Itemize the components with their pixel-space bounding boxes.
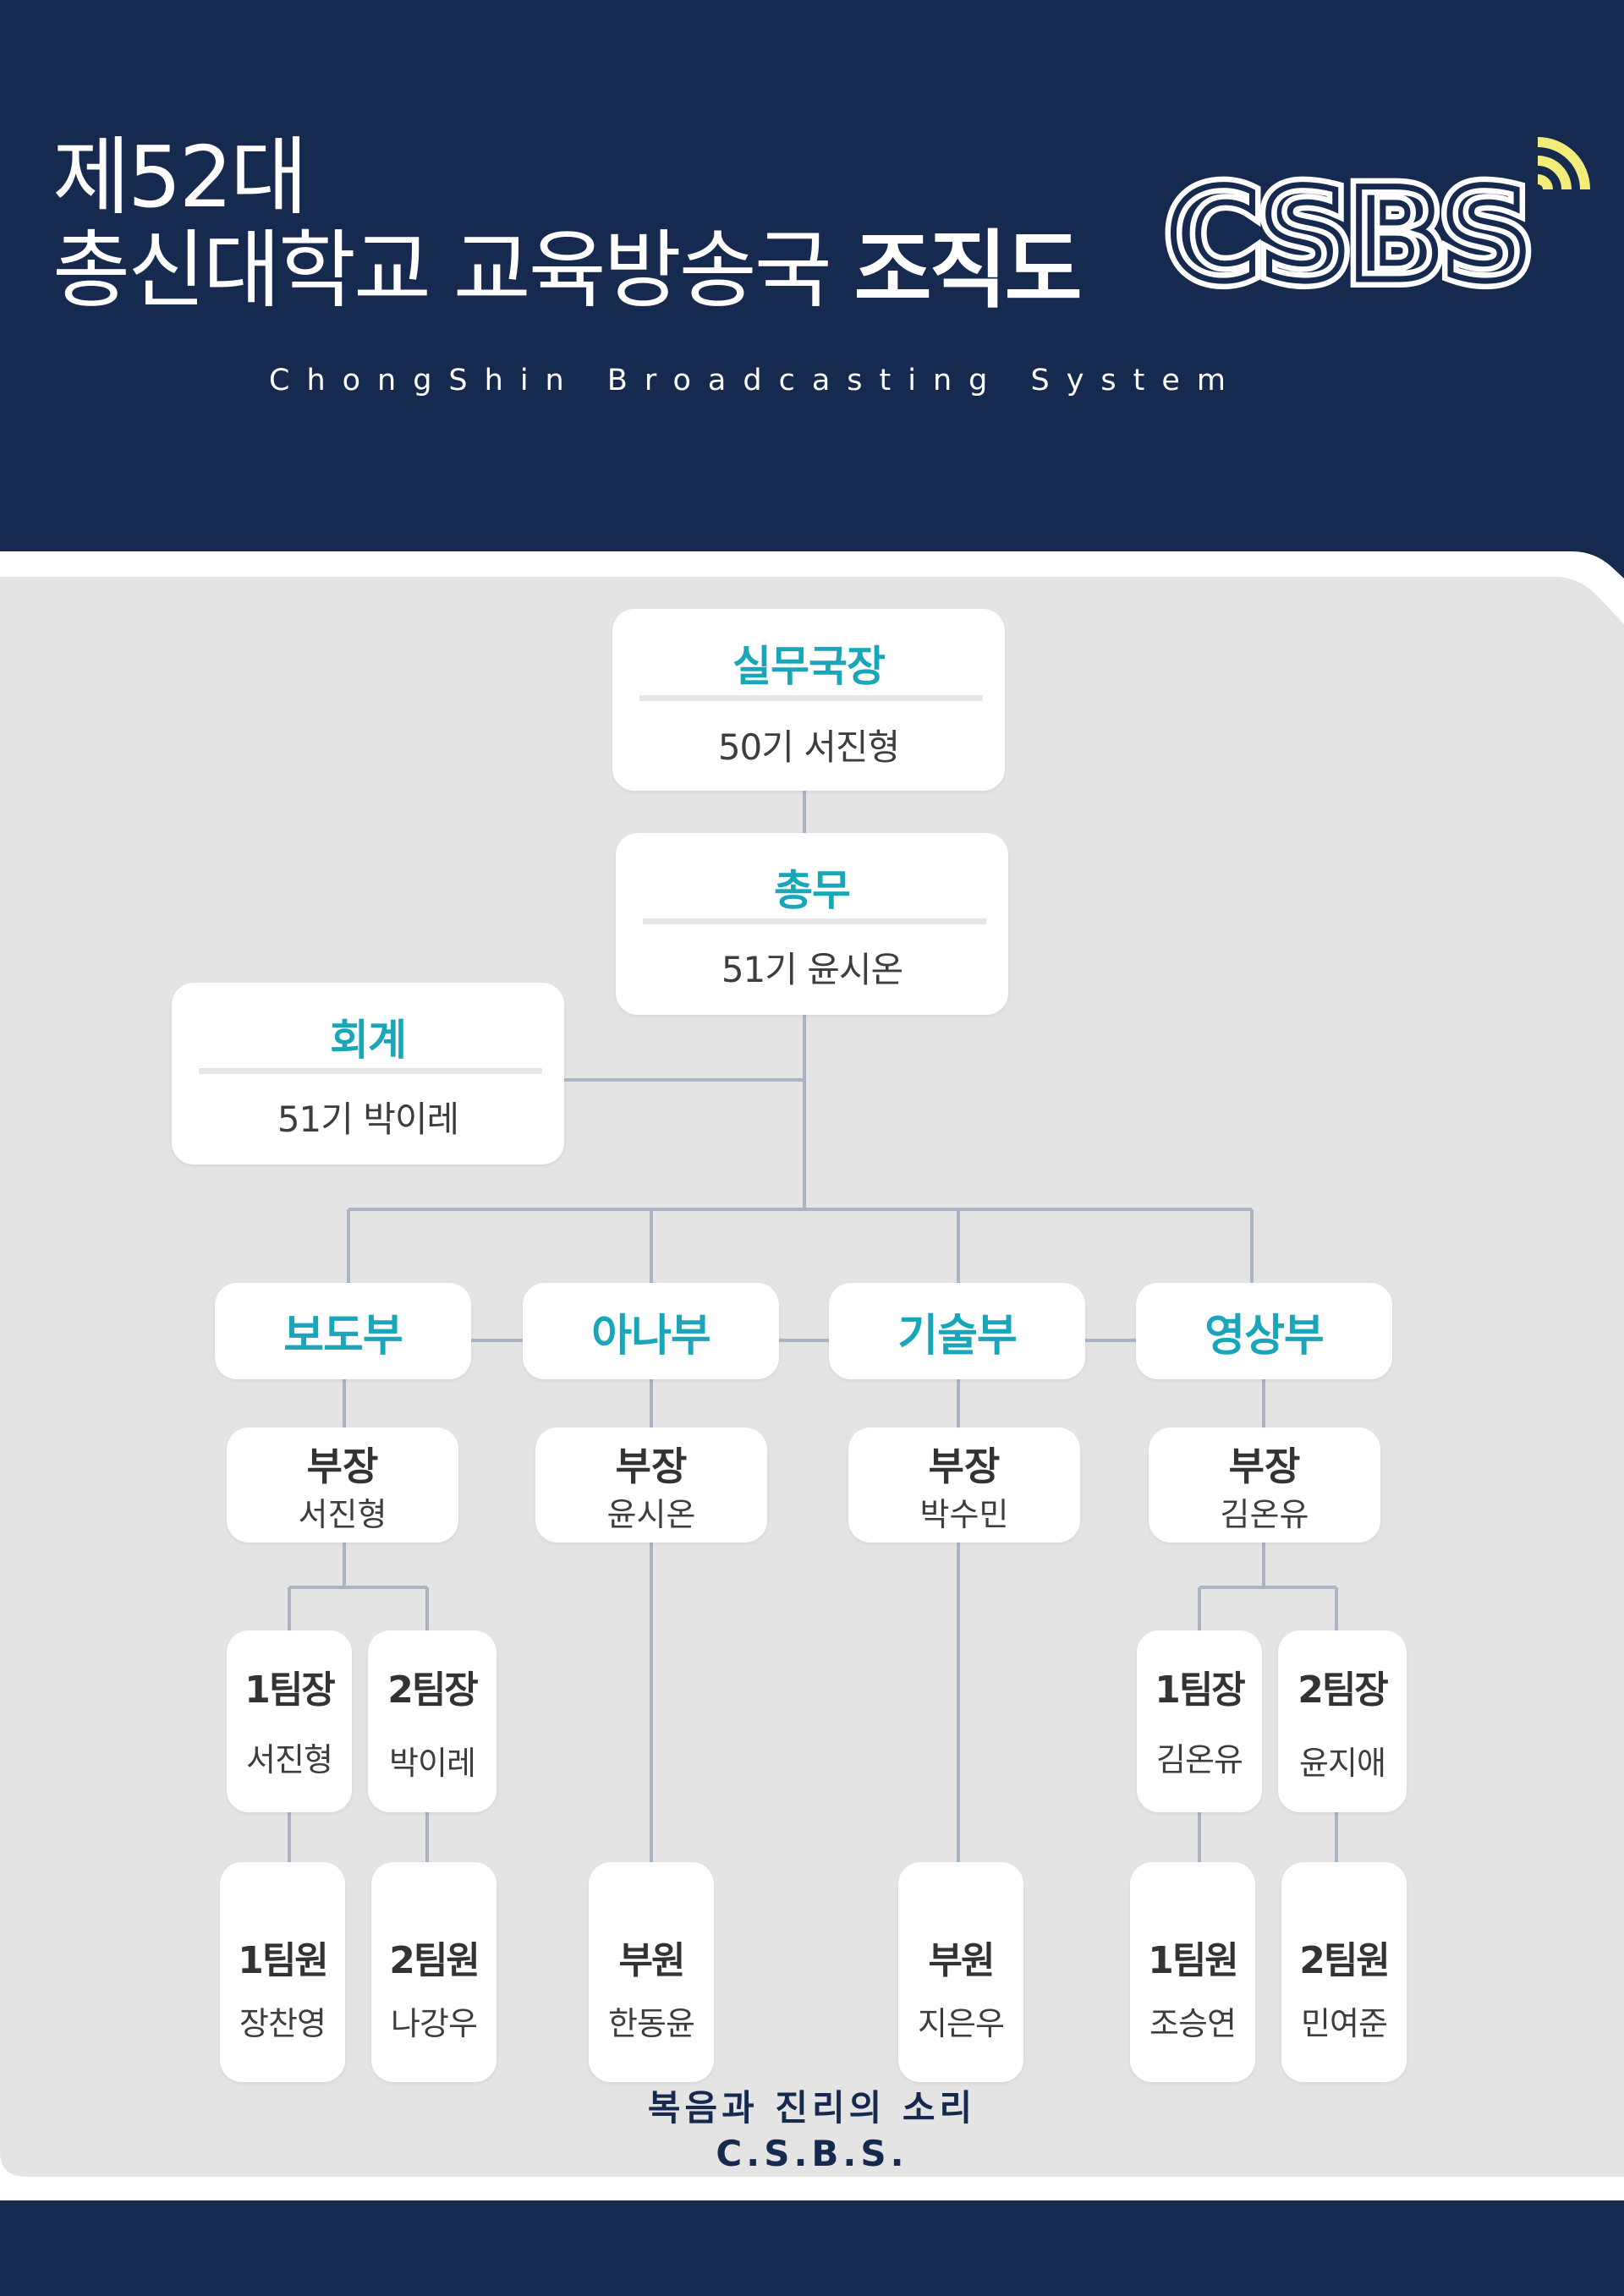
dept-box-news: 보도부 xyxy=(215,1283,471,1379)
head-title: 부장 xyxy=(1228,1444,1301,1489)
leader-name: 윤지애 xyxy=(1299,1745,1386,1782)
footer-abbr: C.S.B.S. xyxy=(716,2133,908,2174)
dept-box-tech: 기술부 xyxy=(829,1283,1085,1379)
leader-title: 2팀장 xyxy=(1298,1669,1389,1712)
director-box: 실무국장 50기 서진형 xyxy=(612,609,1005,791)
head-name: 서진형 xyxy=(298,1496,387,1533)
member-name: 장찬영 xyxy=(239,2005,326,2042)
member-title: 부원 xyxy=(618,1939,686,1982)
accounting-role: 회계 xyxy=(330,1016,407,1065)
team-leader-box-news-2: 2팀장 박이레 xyxy=(368,1630,497,1812)
logo-text-inner: CSBS xyxy=(1167,162,1528,304)
subtitle: ChongShin Broadcasting System xyxy=(269,364,1243,397)
member-box-video-1: 1팀원 조승연 xyxy=(1130,1862,1255,2082)
csbs-logo: CSBS CSBS xyxy=(1159,137,1590,304)
member-title: 2팀원 xyxy=(1299,1939,1391,1982)
member-name: 조승연 xyxy=(1149,2005,1237,2042)
member-title: 1팀원 xyxy=(1148,1939,1239,1982)
team-leader-box-video-2: 2팀장 윤지애 xyxy=(1278,1630,1407,1812)
member-box-news-2: 2팀원 나강우 xyxy=(371,1862,497,2082)
leader-title: 1팀장 xyxy=(244,1669,336,1712)
dept-head-box-tech: 부장 박수민 xyxy=(848,1427,1080,1543)
member-box-tech: 부원 지은우 xyxy=(898,1862,1023,2082)
divider xyxy=(639,695,983,701)
dept-box-announcer: 아나부 xyxy=(523,1283,779,1379)
dept-name: 기술부 xyxy=(897,1310,1018,1362)
dept-head-box-news: 부장 서진형 xyxy=(227,1427,458,1543)
title-regular: 총신대학교 교육방송국 xyxy=(52,221,854,320)
member-name: 민여준 xyxy=(1301,2005,1388,2042)
dept-box-video: 영상부 xyxy=(1136,1283,1392,1379)
divider xyxy=(199,1068,542,1074)
general-affairs-name: 51기 윤시온 xyxy=(721,949,903,990)
title-line-2: 총신대학교 교육방송국 조직도 xyxy=(52,228,1083,313)
accounting-box: 회계 51기 박이레 xyxy=(172,983,564,1164)
director-name: 50기 서진형 xyxy=(717,726,900,768)
footer-slogan: 복음과 진리의 소리 xyxy=(647,2087,977,2129)
head-title: 부장 xyxy=(928,1444,1001,1489)
member-name: 나강우 xyxy=(391,2005,478,2042)
member-name: 지은우 xyxy=(918,2005,1005,2042)
general-affairs-role: 총무 xyxy=(774,866,851,915)
member-title: 부원 xyxy=(928,1939,996,1982)
member-title: 1팀원 xyxy=(238,1939,329,1982)
dept-name: 보도부 xyxy=(283,1310,403,1362)
team-leader-box-news-1: 1팀장 서진형 xyxy=(227,1630,352,1812)
member-box-video-2: 2팀원 민여준 xyxy=(1281,1862,1407,2082)
director-role: 실무국장 xyxy=(732,642,886,691)
leader-title: 1팀장 xyxy=(1155,1669,1246,1712)
team-leader-box-video-1: 1팀장 김온유 xyxy=(1137,1630,1262,1812)
logo-text-outer: CSBS xyxy=(1167,162,1528,304)
accounting-name: 51기 박이레 xyxy=(277,1099,459,1140)
leader-name: 서진형 xyxy=(246,1741,333,1778)
dept-name: 영상부 xyxy=(1204,1310,1325,1362)
member-name: 한동윤 xyxy=(608,2005,695,2042)
dept-head-box-announcer: 부장 윤시온 xyxy=(535,1427,767,1543)
general-affairs-box: 총무 51기 윤시온 xyxy=(616,833,1008,1015)
head-name: 김온유 xyxy=(1220,1496,1309,1533)
divider xyxy=(643,918,986,924)
head-name: 윤시온 xyxy=(606,1496,696,1533)
title-line-1: 제52대 xyxy=(52,128,308,227)
leader-name: 김온유 xyxy=(1156,1741,1243,1778)
dept-name: 아나부 xyxy=(591,1310,711,1362)
wifi-signal-icon xyxy=(1537,137,1590,190)
dept-head-box-video: 부장 김온유 xyxy=(1149,1427,1380,1543)
member-box-announcer: 부원 한동윤 xyxy=(589,1862,714,2082)
leader-title: 2팀장 xyxy=(387,1669,479,1712)
head-title: 부장 xyxy=(615,1444,688,1489)
title-bold: 조직도 xyxy=(853,221,1083,320)
member-box-news-1: 1팀원 장찬영 xyxy=(220,1862,345,2082)
leader-name: 박이레 xyxy=(389,1745,476,1782)
head-name: 박수민 xyxy=(919,1496,1009,1533)
head-title: 부장 xyxy=(306,1444,379,1489)
member-title: 2팀원 xyxy=(389,1939,480,1982)
